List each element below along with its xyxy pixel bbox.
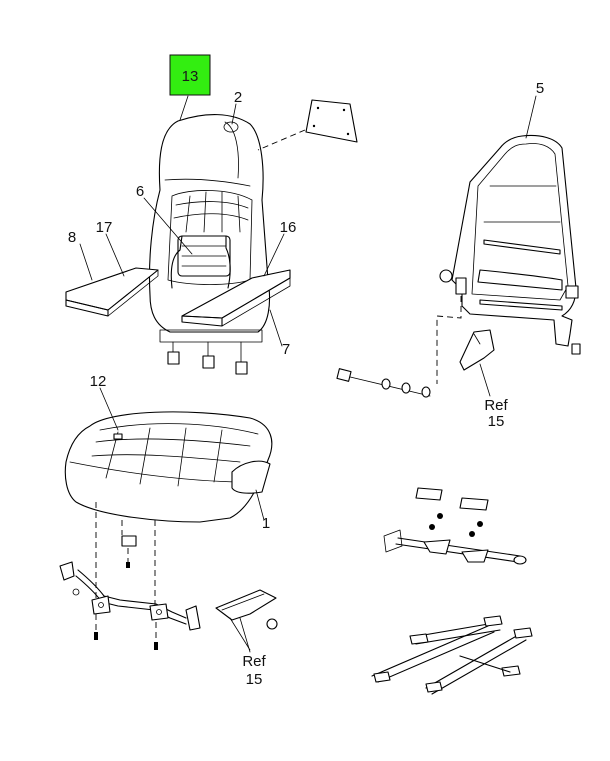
headrest-insert-part [257, 99, 358, 151]
callout-ref-15-upper-num[interactable]: 15 [488, 413, 505, 430]
lower-handle [215, 589, 278, 651]
highlight-box [169, 54, 211, 96]
callout-8[interactable]: 8 [68, 229, 76, 246]
callout-6[interactable]: 6 [136, 183, 144, 200]
callout-17[interactable]: 17 [96, 219, 113, 236]
callout-1[interactable]: 1 [262, 515, 270, 532]
seat-back-assembly [148, 114, 271, 375]
seat-track-lower [371, 615, 533, 695]
seat-back-frame [436, 134, 581, 384]
leader-lines [79, 95, 537, 653]
recliner-handle [459, 329, 495, 371]
callout-5[interactable]: 5 [536, 80, 544, 97]
seat-pan-frame [59, 561, 201, 650]
seat-back-outline [148, 114, 271, 333]
callout-7[interactable]: 7 [282, 341, 290, 358]
leader-13 [179, 95, 189, 121]
seat-cushion [64, 411, 273, 620]
right-armrest [181, 269, 291, 327]
callout-13-label: 13 [182, 68, 199, 85]
callout-16[interactable]: 16 [280, 219, 297, 236]
callout-ref-15-lower-word[interactable]: Ref [242, 653, 266, 670]
callout-ref-15-upper-word[interactable]: Ref [484, 397, 508, 414]
seat-track-upper [383, 487, 527, 565]
callout-12[interactable]: 12 [90, 373, 107, 390]
callout-13-highlight[interactable]: 13 [169, 54, 211, 96]
callout-2[interactable]: 2 [234, 89, 242, 106]
left-armrest [65, 267, 159, 317]
callout-ref-15-lower-num[interactable]: 15 [246, 671, 263, 688]
bolt-washer-stack [336, 368, 431, 398]
